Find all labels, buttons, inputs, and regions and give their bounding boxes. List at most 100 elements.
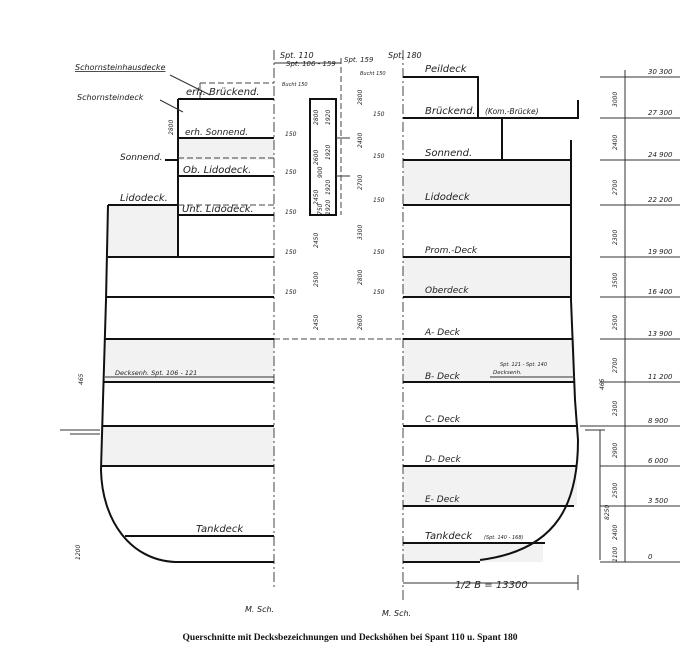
label-c-deck: C- Deck bbox=[425, 415, 461, 425]
height-dim: 465 bbox=[78, 373, 85, 385]
elevation-level: 16 400 bbox=[648, 288, 673, 296]
shading bbox=[103, 138, 577, 562]
frame-label-left: Spt. 110 bbox=[280, 51, 314, 60]
frame-label-right: Spt. 180 bbox=[388, 51, 422, 60]
height-dims-right: 2800 2400 2700 3300 2800 2600 8250 465 bbox=[357, 90, 611, 520]
label-d-deck: D- Deck bbox=[425, 455, 461, 465]
label-peildeck: Peildeck bbox=[425, 64, 468, 75]
label-schornsteinhausdecke: Schornsteinhausdecke bbox=[75, 63, 166, 72]
label-sonnend: Sonnend. bbox=[425, 148, 472, 159]
camber-value: 150 bbox=[373, 197, 385, 204]
elevation-level: 24 900 bbox=[648, 151, 673, 159]
height-dim: 2450 bbox=[313, 233, 320, 248]
camber-value: 150 bbox=[285, 169, 297, 176]
label-tankdeck: Tankdeck bbox=[425, 531, 473, 542]
height-dim: 2700 bbox=[357, 175, 364, 190]
height-dim: 1920 bbox=[325, 110, 332, 125]
elevation-level: 3 500 bbox=[648, 497, 669, 505]
elevation-level: 8 900 bbox=[648, 417, 669, 425]
camber-left: 150 150 150 150 150 bbox=[285, 131, 297, 296]
frame-label-middle: Spt. 159 bbox=[344, 56, 374, 64]
camber-value: 150 bbox=[373, 111, 385, 118]
left-section bbox=[60, 82, 350, 563]
camber-right: 150 150 150 150 150 bbox=[373, 111, 385, 296]
spacing: 2300 bbox=[612, 230, 619, 245]
height-dim: 2450 bbox=[313, 315, 320, 330]
spacing: 1100 bbox=[612, 547, 619, 562]
height-dim: 2500 bbox=[313, 272, 320, 287]
spacing: 3500 bbox=[612, 273, 619, 288]
elevation-level: 27 300 bbox=[648, 109, 673, 117]
label-ob-lidodeck: Ob. Lidodeck. bbox=[183, 165, 251, 176]
height-dim: 2400 bbox=[357, 133, 364, 148]
elevation-level: 19 900 bbox=[648, 248, 673, 256]
height-dim: 2800 bbox=[357, 270, 364, 285]
spacing: 2700 bbox=[612, 358, 619, 373]
height-dim: 2450 bbox=[313, 190, 320, 205]
elevation-scale bbox=[600, 70, 680, 563]
label-a-deck: A- Deck bbox=[424, 328, 461, 338]
right-section bbox=[403, 76, 610, 590]
spacing: 2500 bbox=[612, 483, 619, 498]
elevation-level: 11 200 bbox=[648, 373, 673, 381]
camber-value: 150 bbox=[285, 249, 297, 256]
camber-value: 150 bbox=[373, 289, 385, 296]
spacing: 2300 bbox=[612, 401, 619, 416]
height-dim: 2600 bbox=[357, 315, 364, 330]
bucht-right: Bucht 150 bbox=[360, 71, 386, 77]
label-sonnend-left: Sonnend. bbox=[120, 153, 162, 163]
label-deck-raise-frames: Spt. 121 - Spt. 140 bbox=[500, 362, 547, 368]
label-lidodeck-left: Lidodeck. bbox=[120, 193, 168, 204]
frame-range: Spt. 106 - 159 bbox=[286, 60, 336, 68]
height-dim: 2800 bbox=[313, 110, 320, 125]
draft-dim: 8250 bbox=[604, 505, 611, 520]
height-dim: 1200 bbox=[75, 545, 82, 560]
elevation-level: 22 200 bbox=[648, 196, 673, 204]
spacing: 2700 bbox=[612, 180, 619, 195]
elevation-levels: 30 300 27 300 24 900 22 200 19 900 16 40… bbox=[648, 68, 673, 561]
centerline-label-left: M. Sch. bbox=[245, 605, 274, 614]
label-oberdeck: Oberdeck bbox=[425, 286, 469, 296]
elevation-level: 6 000 bbox=[648, 457, 669, 465]
label-brueckend: Brückend. bbox=[425, 106, 476, 117]
elevation-level: 0 bbox=[648, 553, 653, 561]
spacing: 2500 bbox=[612, 315, 619, 330]
height-dim: 2800 bbox=[357, 90, 364, 105]
spacing: 2900 bbox=[612, 443, 619, 458]
elevation-spacings: 3000 2400 2700 2300 3500 2500 2700 2300 … bbox=[612, 92, 619, 562]
half-beam-dim: 1/2 B = 13300 bbox=[455, 580, 528, 591]
height-dims-left: 2800 2800 2600 2450 2450 2500 2450 1920 … bbox=[75, 110, 332, 560]
label-prom-deck: Prom.-Deck bbox=[425, 246, 478, 256]
spacing: 2400 bbox=[612, 135, 619, 150]
height-dim: 2600 bbox=[313, 150, 320, 165]
elevation-level: 13 900 bbox=[648, 330, 673, 338]
label-unt-lidodeck: Unt. Lidodeck. bbox=[182, 204, 254, 215]
height-dim: 1920 bbox=[325, 180, 332, 195]
height-dim: 750 bbox=[317, 203, 324, 215]
height-dim: 2800 bbox=[168, 120, 175, 135]
height-dim: 3300 bbox=[357, 225, 364, 240]
label-schornsteindeck: Schornsteindeck bbox=[77, 93, 144, 102]
label-erh-brueckend: erh. Brückend. bbox=[186, 87, 260, 98]
label-tankdeck-left: Tankdeck bbox=[196, 524, 244, 535]
raise-dim: 465 bbox=[599, 378, 606, 390]
label-tank-frames: (Spt. 140 - 168) bbox=[484, 535, 524, 541]
camber-value: 150 bbox=[285, 209, 297, 216]
height-dim: 1920 bbox=[325, 200, 332, 215]
camber-value: 150 bbox=[285, 131, 297, 138]
camber-value: 150 bbox=[373, 153, 385, 160]
centerline-label-right: M. Sch. bbox=[382, 609, 411, 618]
label-e-deck: E- Deck bbox=[425, 495, 460, 505]
label-deck-raise-left: Decksenh. Spt. 106 - 121 bbox=[115, 369, 197, 377]
bucht-left: Bucht 150 bbox=[282, 82, 308, 88]
label-deck-raise-right: Decksenh. bbox=[493, 370, 522, 376]
spacing: 3000 bbox=[612, 92, 619, 107]
height-dim: 1920 bbox=[325, 145, 332, 160]
label-kom-bruecke: (Kom.-Brücke) bbox=[485, 107, 539, 116]
label-b-deck: B- Deck bbox=[425, 372, 461, 382]
height-dim: 900 bbox=[317, 166, 324, 178]
spacing: 2400 bbox=[612, 525, 619, 540]
label-lidodeck: Lidodeck bbox=[425, 192, 471, 203]
label-erh-sonnend: erh. Sonnend. bbox=[185, 128, 248, 138]
